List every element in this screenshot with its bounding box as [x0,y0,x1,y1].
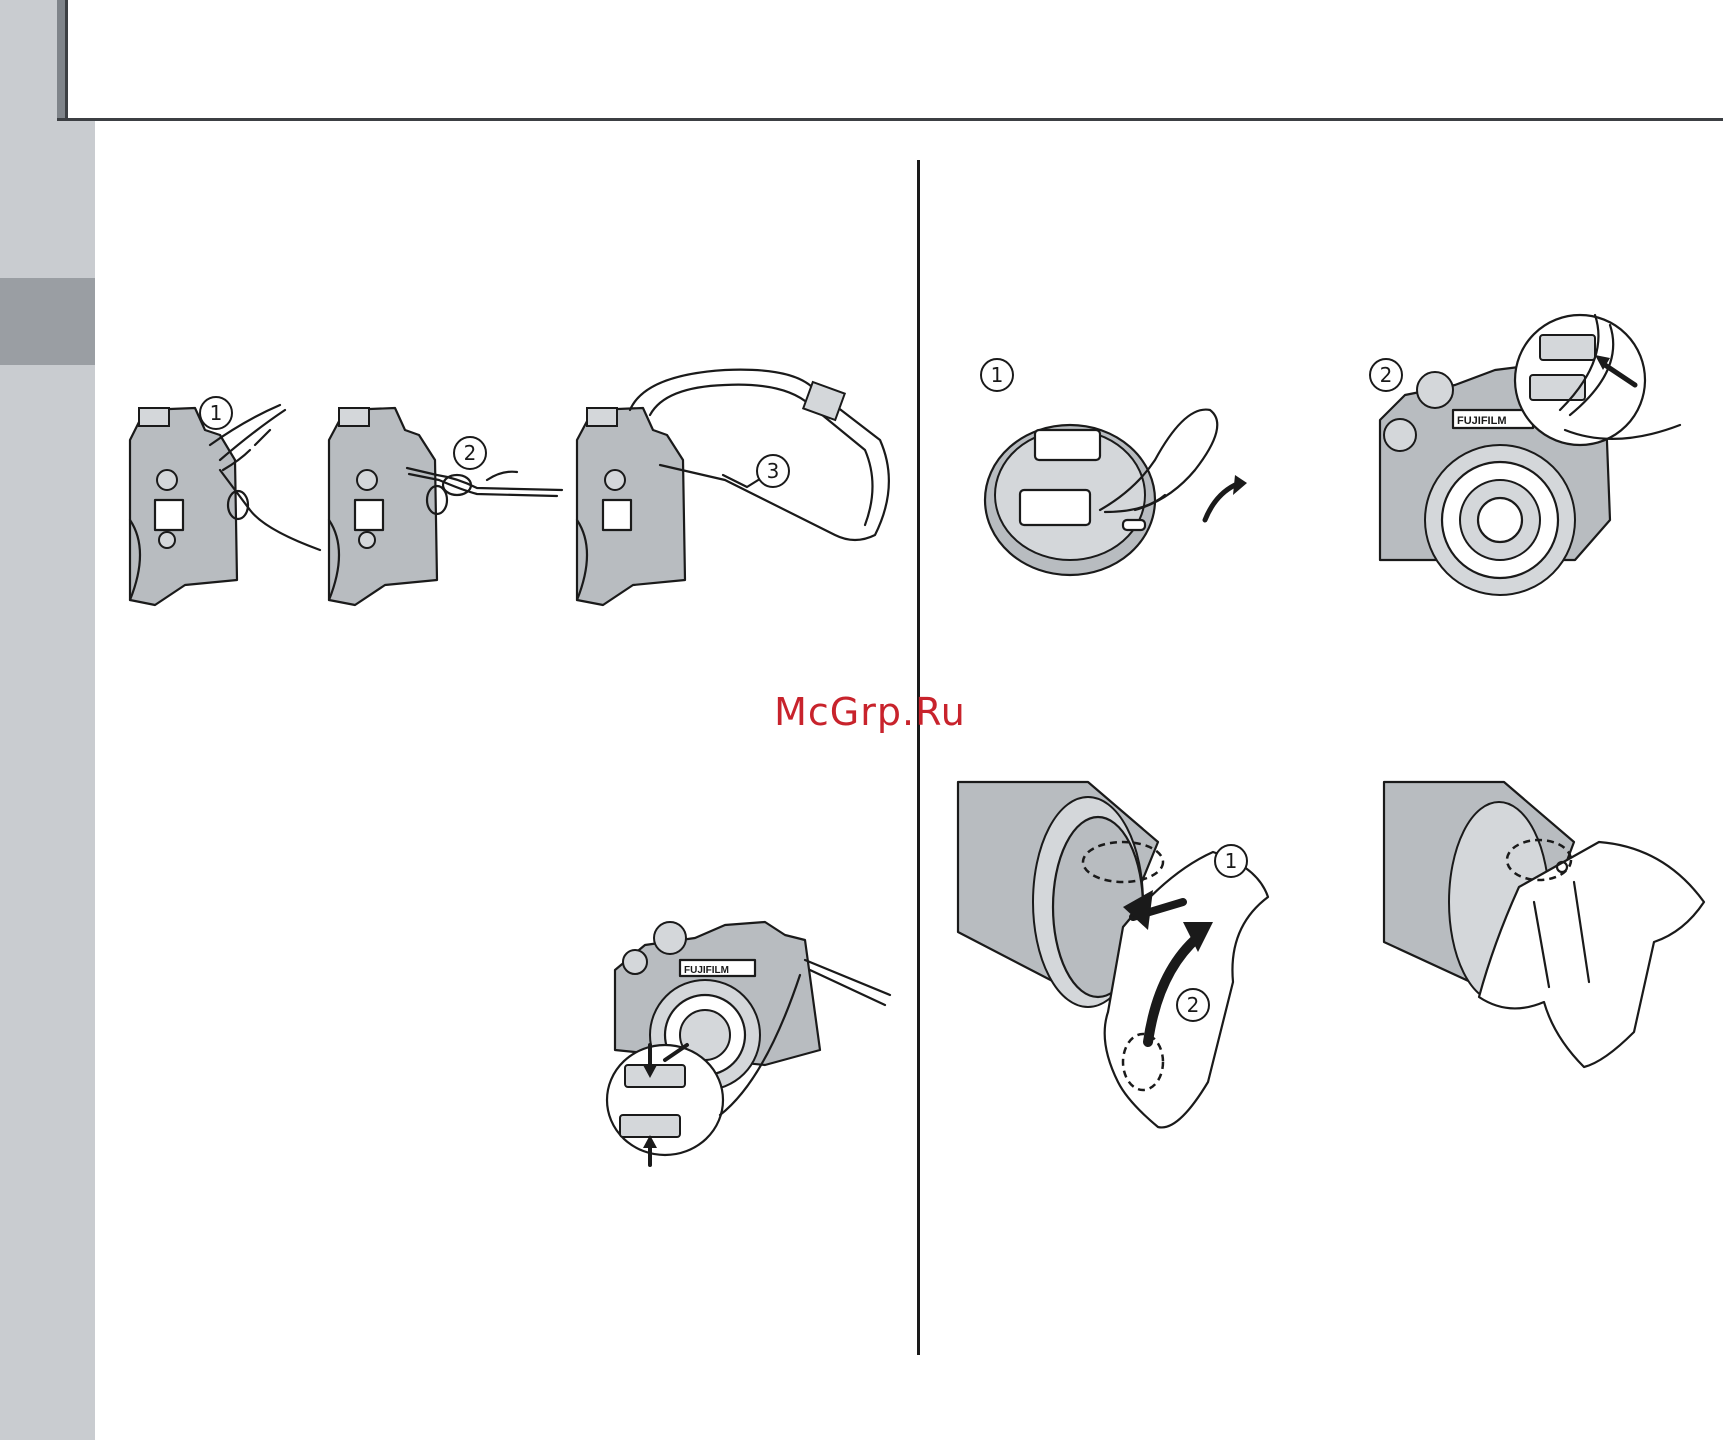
lens-hood-step-1-number: 1 [1214,844,1248,878]
strap-step-3-illustration [575,365,895,610]
column-divider [917,160,920,1355]
page-header [57,0,1723,120]
strap-step-1-number: 1 [199,396,233,430]
lens-hood-step-1-illustration [958,782,1358,1132]
section-tab [0,278,95,365]
lens-cap-step-1-number: 1 [980,358,1014,392]
header-rule [57,118,1723,121]
lens-hood-step-2-number: 2 [1176,988,1210,1022]
side-strip [0,0,95,1440]
strap-step-2-number: 2 [453,436,487,470]
strap-step-3-number: 3 [756,454,790,488]
strap-step-2-illustration [327,400,567,610]
camera-brand-label: FUJIFILM [1457,415,1507,427]
lens-hood-step-2-illustration [1384,782,1714,1072]
strap-step-1-illustration [125,400,325,610]
lens-cap-step-2-illustration: FUJIFILM [1375,310,1685,600]
camera-brand-label-2: FUJIFILM [684,965,729,976]
camera-lens-cap-attached-illustration: FUJIFILM [605,900,895,1170]
watermark: McGrp.Ru [740,690,1000,734]
lens-cap-step-1-illustration [985,400,1305,580]
header-accent [57,0,65,120]
header-accent-line [65,0,68,120]
lens-cap-step-2-number: 2 [1369,358,1403,392]
